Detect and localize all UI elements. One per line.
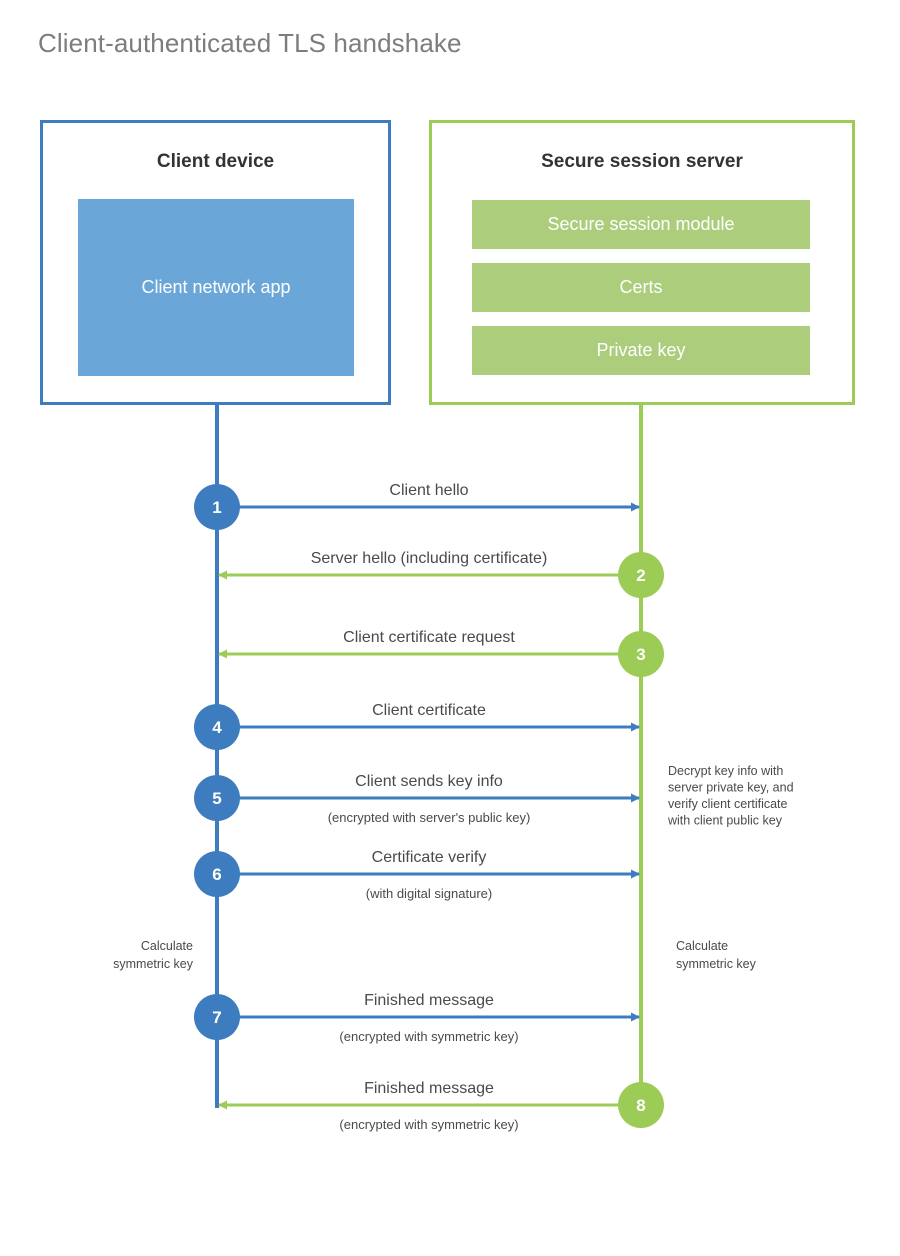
page-title: Client-authenticated TLS handshake xyxy=(38,28,462,58)
server-block-secure-session-module: Secure session module xyxy=(472,200,810,249)
client-calculate-symmetric-key-note: Calculate symmetric key xyxy=(113,939,194,971)
server-decrypt-note-line: Decrypt key info with xyxy=(668,764,783,778)
step-4-label: Client certificate xyxy=(372,702,486,719)
client-calculate-symmetric-key-line: symmetric key xyxy=(113,957,194,971)
step-5-sublabel: (encrypted with server's public key) xyxy=(328,810,531,825)
step-1-circle[interactable] xyxy=(194,484,240,530)
client-device-title: Client device xyxy=(156,151,275,172)
step-6-circle[interactable] xyxy=(194,851,240,897)
step-5[interactable]: Client sends key info (encrypted with ser… xyxy=(194,773,640,825)
step-2-number: 2 xyxy=(636,566,645,585)
step-2[interactable]: Server hello (including certificate) 2 xyxy=(218,550,664,598)
step-1-number: 1 xyxy=(212,498,221,517)
step-8-circle[interactable] xyxy=(618,1082,664,1128)
step-4-number: 4 xyxy=(212,718,222,737)
step-3-circle[interactable] xyxy=(618,631,664,677)
step-6[interactable]: Certificate verify (with digital signatur… xyxy=(194,849,640,901)
server-block-label: Private key xyxy=(596,339,686,360)
client-network-app-label: Client network app xyxy=(141,276,291,297)
server-decrypt-note-line: server private key, and xyxy=(668,781,794,795)
server-decrypt-note: Decrypt key info with server private key,… xyxy=(667,764,794,828)
step-7-label: Finished message xyxy=(364,992,494,1009)
server-calculate-symmetric-key-note: Calculate symmetric key xyxy=(676,939,757,971)
server-block-certs: Certs xyxy=(472,263,810,312)
step-5-circle[interactable] xyxy=(194,775,240,821)
step-8-number: 8 xyxy=(636,1096,645,1115)
step-4-circle[interactable] xyxy=(194,704,240,750)
server-calculate-symmetric-key-line: Calculate xyxy=(676,939,728,953)
server-decrypt-note-line: with client public key xyxy=(667,814,783,828)
step-7-circle[interactable] xyxy=(194,994,240,1040)
step-4[interactable]: Client certificate 4 xyxy=(194,702,640,750)
step-7[interactable]: Finished message (encrypted with symmetri… xyxy=(194,992,640,1044)
step-3-number: 3 xyxy=(636,645,645,664)
step-1-label: Client hello xyxy=(389,482,468,499)
step-5-label: Client sends key info xyxy=(355,773,503,790)
step-2-label: Server hello (including certificate) xyxy=(311,550,548,567)
secure-session-server-box: Secure session server Secure session mod… xyxy=(429,120,855,405)
server-calculate-symmetric-key-line: symmetric key xyxy=(676,957,757,971)
step-2-circle[interactable] xyxy=(618,552,664,598)
server-block-label: Certs xyxy=(619,276,663,297)
step-7-number: 7 xyxy=(212,1008,221,1027)
secure-session-server-title: Secure session server xyxy=(541,151,743,172)
step-3[interactable]: Client certificate request 3 xyxy=(218,629,664,677)
step-1[interactable]: Client hello 1 xyxy=(194,482,640,530)
step-7-sublabel: (encrypted with symmetric key) xyxy=(339,1029,518,1044)
step-6-sublabel: (with digital signature) xyxy=(366,886,492,901)
step-5-number: 5 xyxy=(212,789,221,808)
step-6-number: 6 xyxy=(212,865,221,884)
step-8[interactable]: Finished message (encrypted with symmetri… xyxy=(218,1080,664,1132)
client-calculate-symmetric-key-line: Calculate xyxy=(141,939,193,953)
server-block-private-key: Private key xyxy=(472,326,810,375)
server-decrypt-note-line: verify client certificate xyxy=(668,797,788,811)
step-6-label: Certificate verify xyxy=(372,849,487,866)
client-network-app-block: Client network app xyxy=(78,199,354,376)
step-8-label: Finished message xyxy=(364,1080,494,1097)
step-8-sublabel: (encrypted with symmetric key) xyxy=(339,1117,518,1132)
client-device-box: Client device Client network app xyxy=(40,120,391,405)
server-block-label: Secure session module xyxy=(547,213,735,234)
step-3-label: Client certificate request xyxy=(343,629,515,646)
